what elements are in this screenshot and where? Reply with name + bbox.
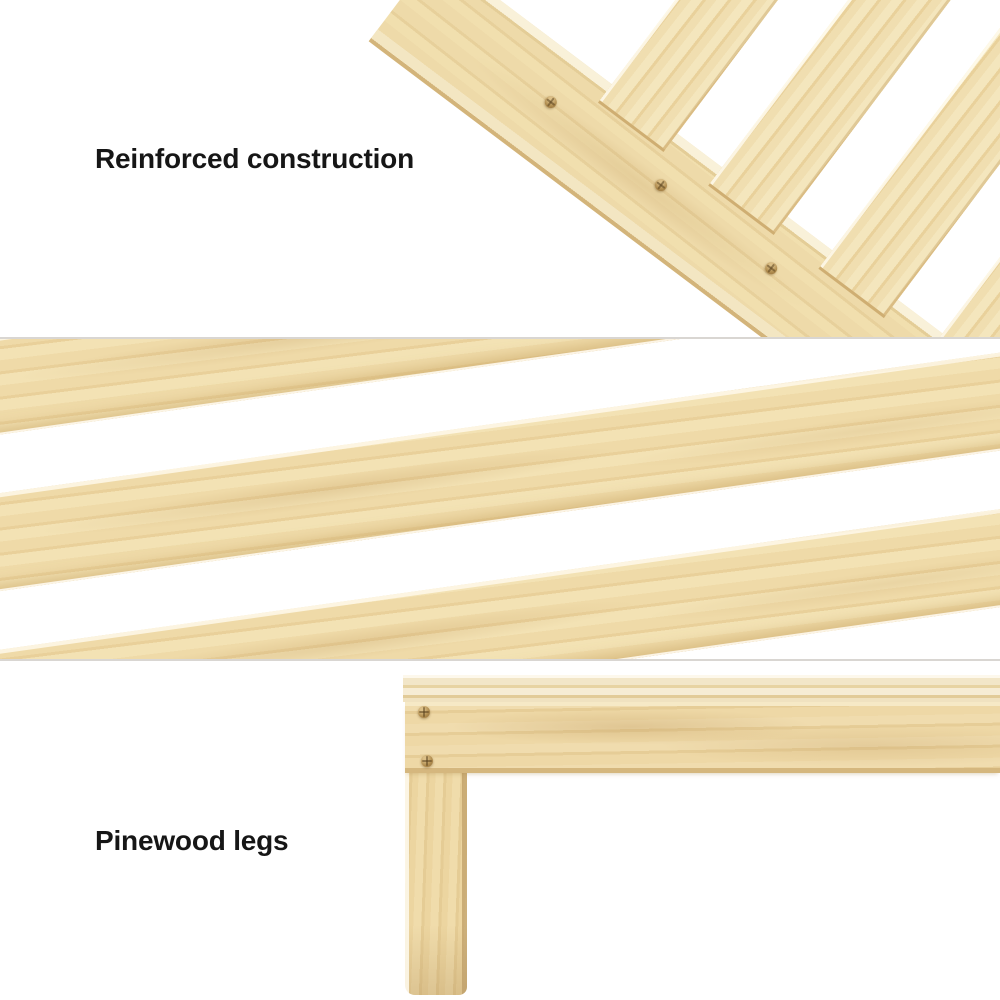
panel-divider [0,337,1000,339]
screw-icon [652,176,670,194]
screw-icon [421,755,433,767]
wood-side-rail [405,702,1000,773]
rail-top-edge [403,675,1000,702]
screw-icon [762,259,780,277]
panel-reinforced-construction: Reinforced construction [0,0,1000,337]
screw-icon [418,706,430,718]
feature-label-reinforced-construction: Reinforced construction [95,143,414,174]
support-slats-photo [0,339,1000,659]
panel-divider [0,659,1000,661]
panel-pinewood-legs: Pinewood legs [0,661,1000,1000]
panel-middle-support-beam: Middle support beam [0,339,1000,659]
feature-label-pinewood-legs: Pinewood legs [95,825,289,856]
screw-icon [542,93,560,111]
